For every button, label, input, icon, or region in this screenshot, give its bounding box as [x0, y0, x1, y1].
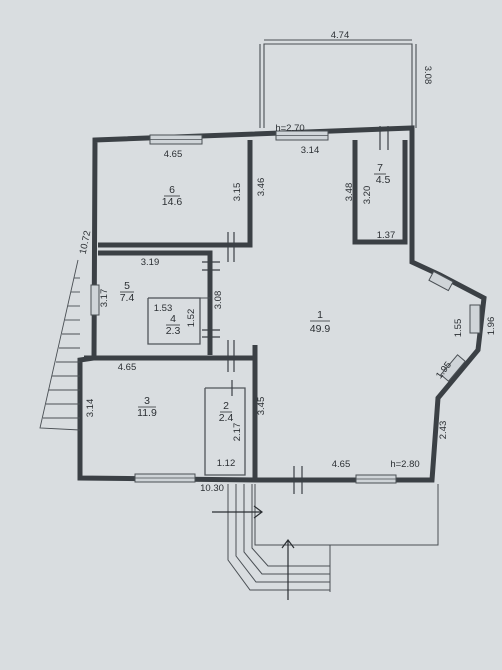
dim-terrace-depth: 3.08 [422, 66, 433, 85]
dim-r6-depth: 3.15 [232, 183, 243, 202]
dim-bay-2: 1.96 [486, 317, 497, 336]
room-3-area: 11.9 [137, 407, 157, 419]
dim-r7-depth: 3.48 [344, 183, 355, 202]
windows [90, 130, 481, 484]
dim-overall-depth: 10.72 [78, 230, 94, 256]
dim-wall-308: 3.08 [213, 291, 224, 310]
dim-r3-depth: 3.14 [85, 399, 96, 418]
porch [227, 484, 439, 592]
dim-r2-width: 1.12 [217, 458, 236, 469]
dim-hall-lower: 3.45 [256, 397, 267, 416]
dim-r4-width: 1.53 [154, 303, 173, 314]
door-marks [202, 126, 389, 494]
room-1-area: 49.9 [310, 323, 331, 335]
terrace-outline [259, 39, 417, 128]
dim-hall-bottom: 4.65 [332, 459, 351, 470]
dim-r5-depth: 3.17 [99, 289, 110, 308]
room-4-area: 2.3 [166, 325, 181, 337]
room-2-area: 2.4 [219, 412, 234, 424]
dim-overall-width: 10.30 [200, 483, 224, 494]
dim-r5-width: 3.19 [141, 257, 160, 268]
dim-terrace-width: 4.74 [331, 30, 350, 41]
room-labels: 6 14.6 7 4.5 5 7.4 4 2.3 1 49.9 3 11.9 2… [120, 162, 391, 424]
room-7-area: 4.5 [376, 174, 391, 186]
left-stair [39, 259, 81, 431]
dim-r7-inner: 3.20 [362, 186, 373, 205]
dim-r2-depth: 2.17 [232, 423, 243, 442]
dim-r6-width: 4.65 [164, 149, 183, 160]
dim-r7-width: 1.37 [377, 230, 396, 241]
dim-height-bottom: h=2.80 [390, 459, 419, 470]
dim-bay-right: 2.43 [438, 421, 449, 440]
dimension-labels: 4.74 3.08 h=2.70 4.65 3.15 3.14 3.46 3.4… [78, 30, 497, 494]
room-1-number: 1 [317, 309, 323, 321]
room-5-number: 5 [124, 280, 130, 292]
room-6-area: 14.6 [162, 196, 183, 208]
room-3-number: 3 [144, 395, 150, 407]
dim-r4-depth: 1.52 [186, 309, 197, 328]
outer-wall [77, 125, 487, 483]
dim-r3-width: 4.65 [118, 362, 137, 373]
dim-bay-1: 1.55 [453, 319, 464, 338]
dim-hall-left: 3.46 [256, 178, 267, 197]
room-4-number: 4 [170, 313, 176, 325]
room-2-number: 2 [223, 400, 229, 412]
entrance-arrows [212, 505, 295, 600]
dim-height-top: h=2.70 [275, 123, 304, 134]
room-5-area: 7.4 [120, 292, 135, 304]
dim-hall-top: 3.14 [301, 145, 320, 156]
room-7-number: 7 [377, 162, 383, 174]
room-6-number: 6 [169, 184, 175, 196]
